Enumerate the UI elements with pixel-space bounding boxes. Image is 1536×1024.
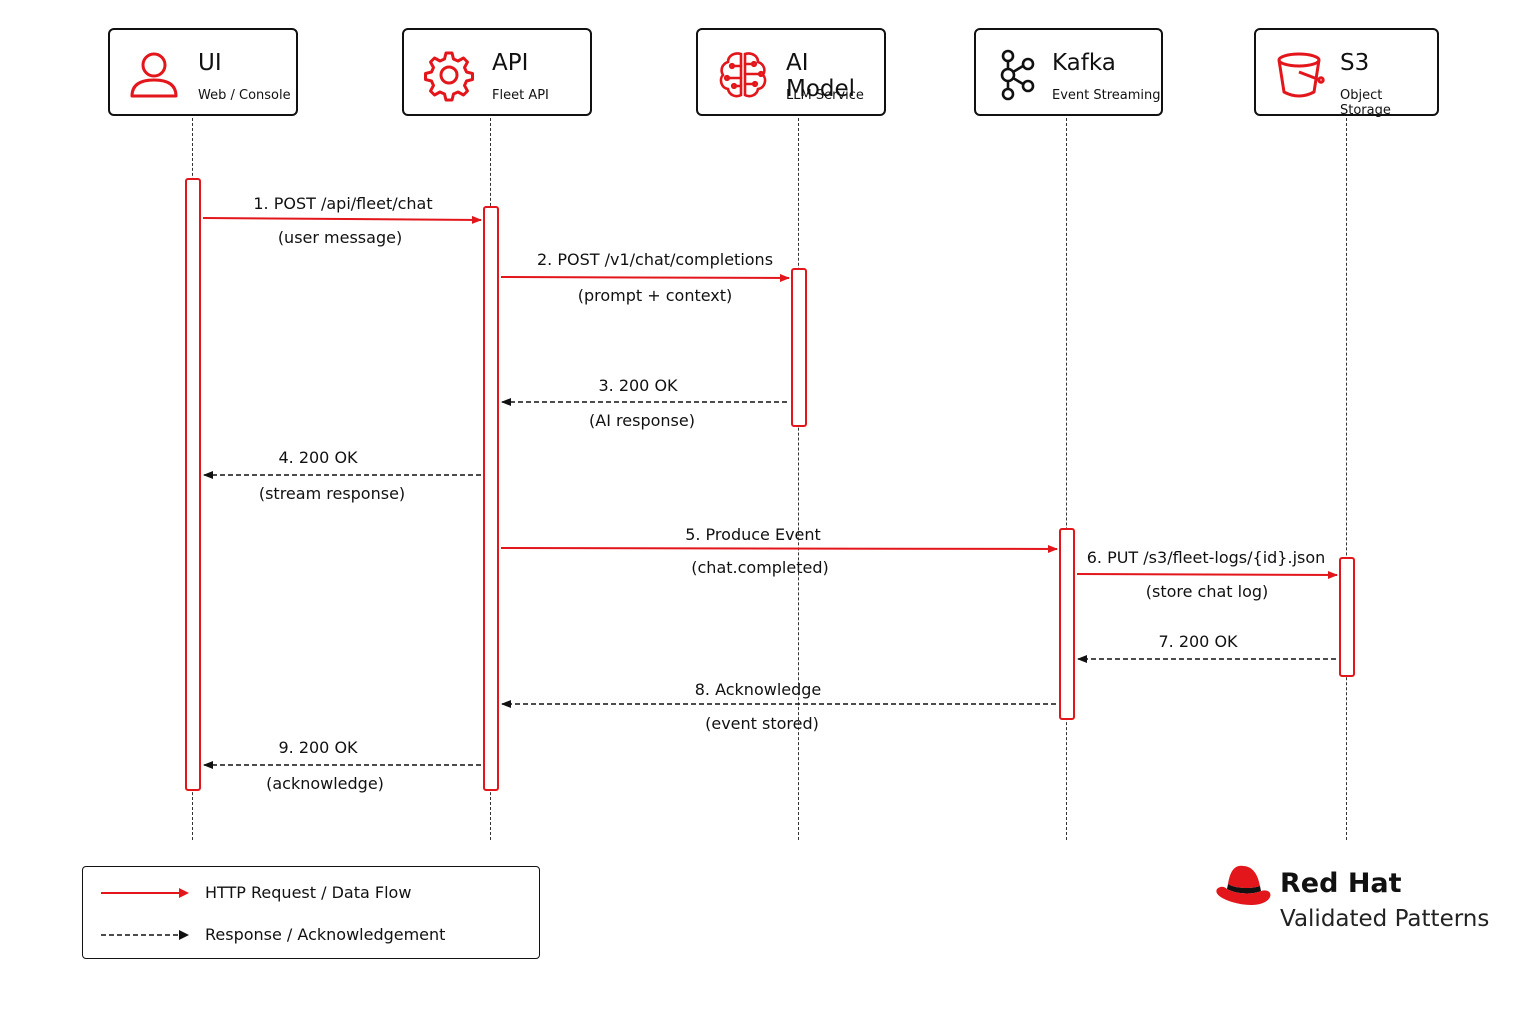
lifeline-kafka [1066, 118, 1067, 840]
message-label-7: 7. 200 OK [1158, 632, 1238, 651]
message-note-4: (stream response) [258, 484, 406, 503]
message-arrow-2 [500, 273, 790, 282]
message-note-9: (acknowledge) [266, 774, 384, 793]
activation-ai-model [791, 268, 807, 427]
participant-kafka: Kafka Event Streaming [974, 28, 1163, 116]
participant-ai-model: AI Model LLM Service [696, 28, 886, 116]
lifeline-ai-model [798, 118, 799, 840]
lifeline-s3 [1346, 118, 1347, 840]
participant-title: UI [198, 50, 222, 76]
legend-response-arrow [101, 930, 189, 940]
message-arrow-1 [202, 215, 482, 224]
participant-title: S3 [1340, 50, 1370, 76]
message-label-2: 2. POST /v1/chat/completions [536, 250, 774, 269]
legend: HTTP Request / Data Flow Response / Ackn… [82, 866, 540, 959]
message-note-5: (chat.completed) [691, 558, 829, 577]
legend-request-label: HTTP Request / Data Flow [205, 883, 412, 902]
message-label-4: 4. 200 OK [278, 448, 358, 467]
message-label-6: 6. PUT /s3/fleet-logs/{id}.json [1086, 548, 1326, 567]
brain-icon [719, 52, 767, 98]
user-icon [130, 52, 178, 98]
participant-title: Kafka [1052, 50, 1116, 76]
message-note-2: (prompt + context) [577, 286, 733, 305]
legend-response-label: Response / Acknowledgement [205, 925, 446, 944]
participant-api: API Fleet API [402, 28, 592, 116]
participant-subtitle: Web / Console [198, 88, 291, 103]
participant-subtitle: Fleet API [492, 88, 549, 103]
activation-api [483, 206, 499, 791]
participant-subtitle: Object Storage [1340, 88, 1391, 118]
message-arrow-5 [500, 544, 1058, 553]
activation-ui [185, 178, 201, 791]
message-label-3: 3. 200 OK [598, 376, 678, 395]
message-label-9: 9. 200 OK [278, 738, 358, 757]
participant-subtitle: LLM Service [786, 88, 864, 103]
participant-s3: S3 Object Storage [1254, 28, 1439, 118]
message-note-1: (user message) [277, 228, 403, 247]
message-label-1: 1. POST /api/fleet/chat [253, 194, 433, 213]
message-note-3: (AI response) [589, 411, 695, 430]
participant-title: AI Model [786, 50, 856, 102]
participant-ui: UI Web / Console [108, 28, 298, 116]
bucket-icon [1277, 52, 1325, 98]
message-note-6: (store chat log) [1145, 582, 1269, 601]
message-note-8: (event stored) [705, 714, 819, 733]
message-arrow-6 [1076, 570, 1338, 579]
gear-icon [424, 51, 474, 102]
message-label-8: 8. Acknowledge [694, 680, 822, 699]
red-hat-logo-icon [1216, 865, 1271, 905]
kafka-icon [1000, 49, 1035, 101]
participant-subtitle: Event Streaming [1052, 88, 1161, 103]
brand: Red Hat Validated Patterns [1214, 862, 1514, 942]
activation-kafka [1059, 528, 1075, 720]
message-label-5: 5. Produce Event [685, 525, 821, 544]
brand-tagline: Validated Patterns [1280, 906, 1490, 932]
brand-name: Red Hat [1280, 868, 1402, 899]
activation-s3 [1339, 557, 1355, 677]
legend-request-arrow [101, 888, 189, 898]
participant-title: API [492, 50, 529, 76]
